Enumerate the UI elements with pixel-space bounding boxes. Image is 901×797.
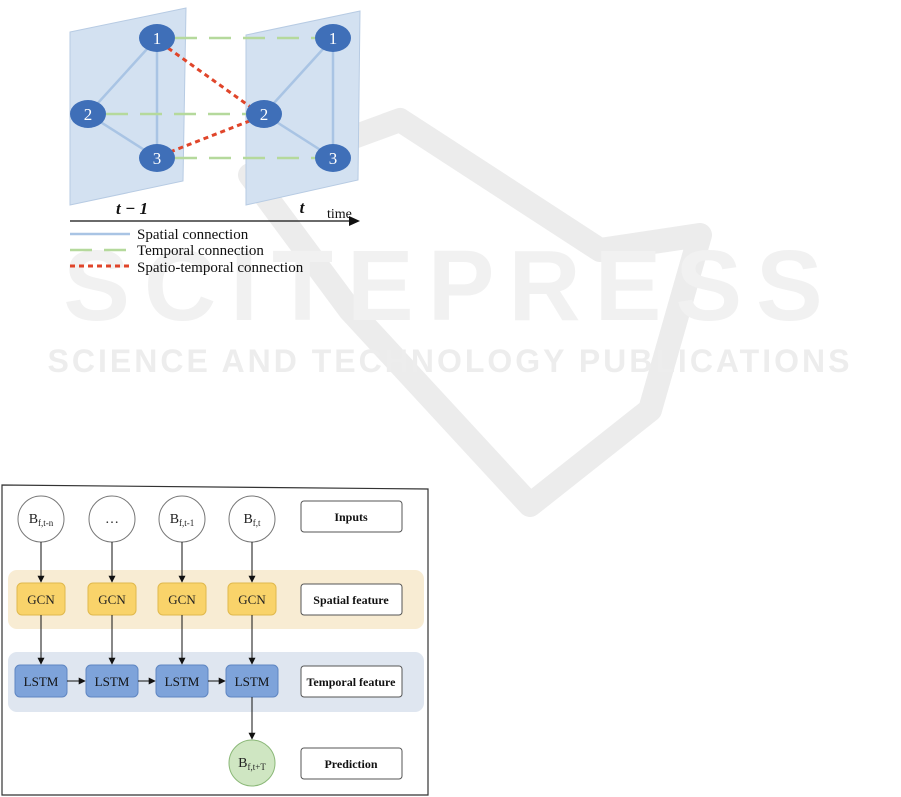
row-label-prediction: Prediction [324, 757, 377, 771]
input-nodes: Bf,t-n … Bf,t-1 Bf,t [18, 496, 275, 542]
gcn-label: GCN [238, 592, 266, 607]
row-label-inputs: Inputs [334, 510, 368, 524]
row-label-spatial: Spatial feature [313, 593, 389, 607]
lstm-label: LSTM [24, 674, 59, 689]
gcn-label: GCN [168, 592, 196, 607]
input-node-label: … [105, 512, 119, 527]
lstm-label: LSTM [165, 674, 200, 689]
gcn-label: GCN [98, 592, 126, 607]
lstm-label: LSTM [235, 674, 270, 689]
row-labels: Inputs Spatial feature Temporal feature … [301, 501, 402, 779]
row-label-temporal: Temporal feature [307, 675, 397, 689]
gcn-label: GCN [27, 592, 55, 607]
lstm-label: LSTM [95, 674, 130, 689]
